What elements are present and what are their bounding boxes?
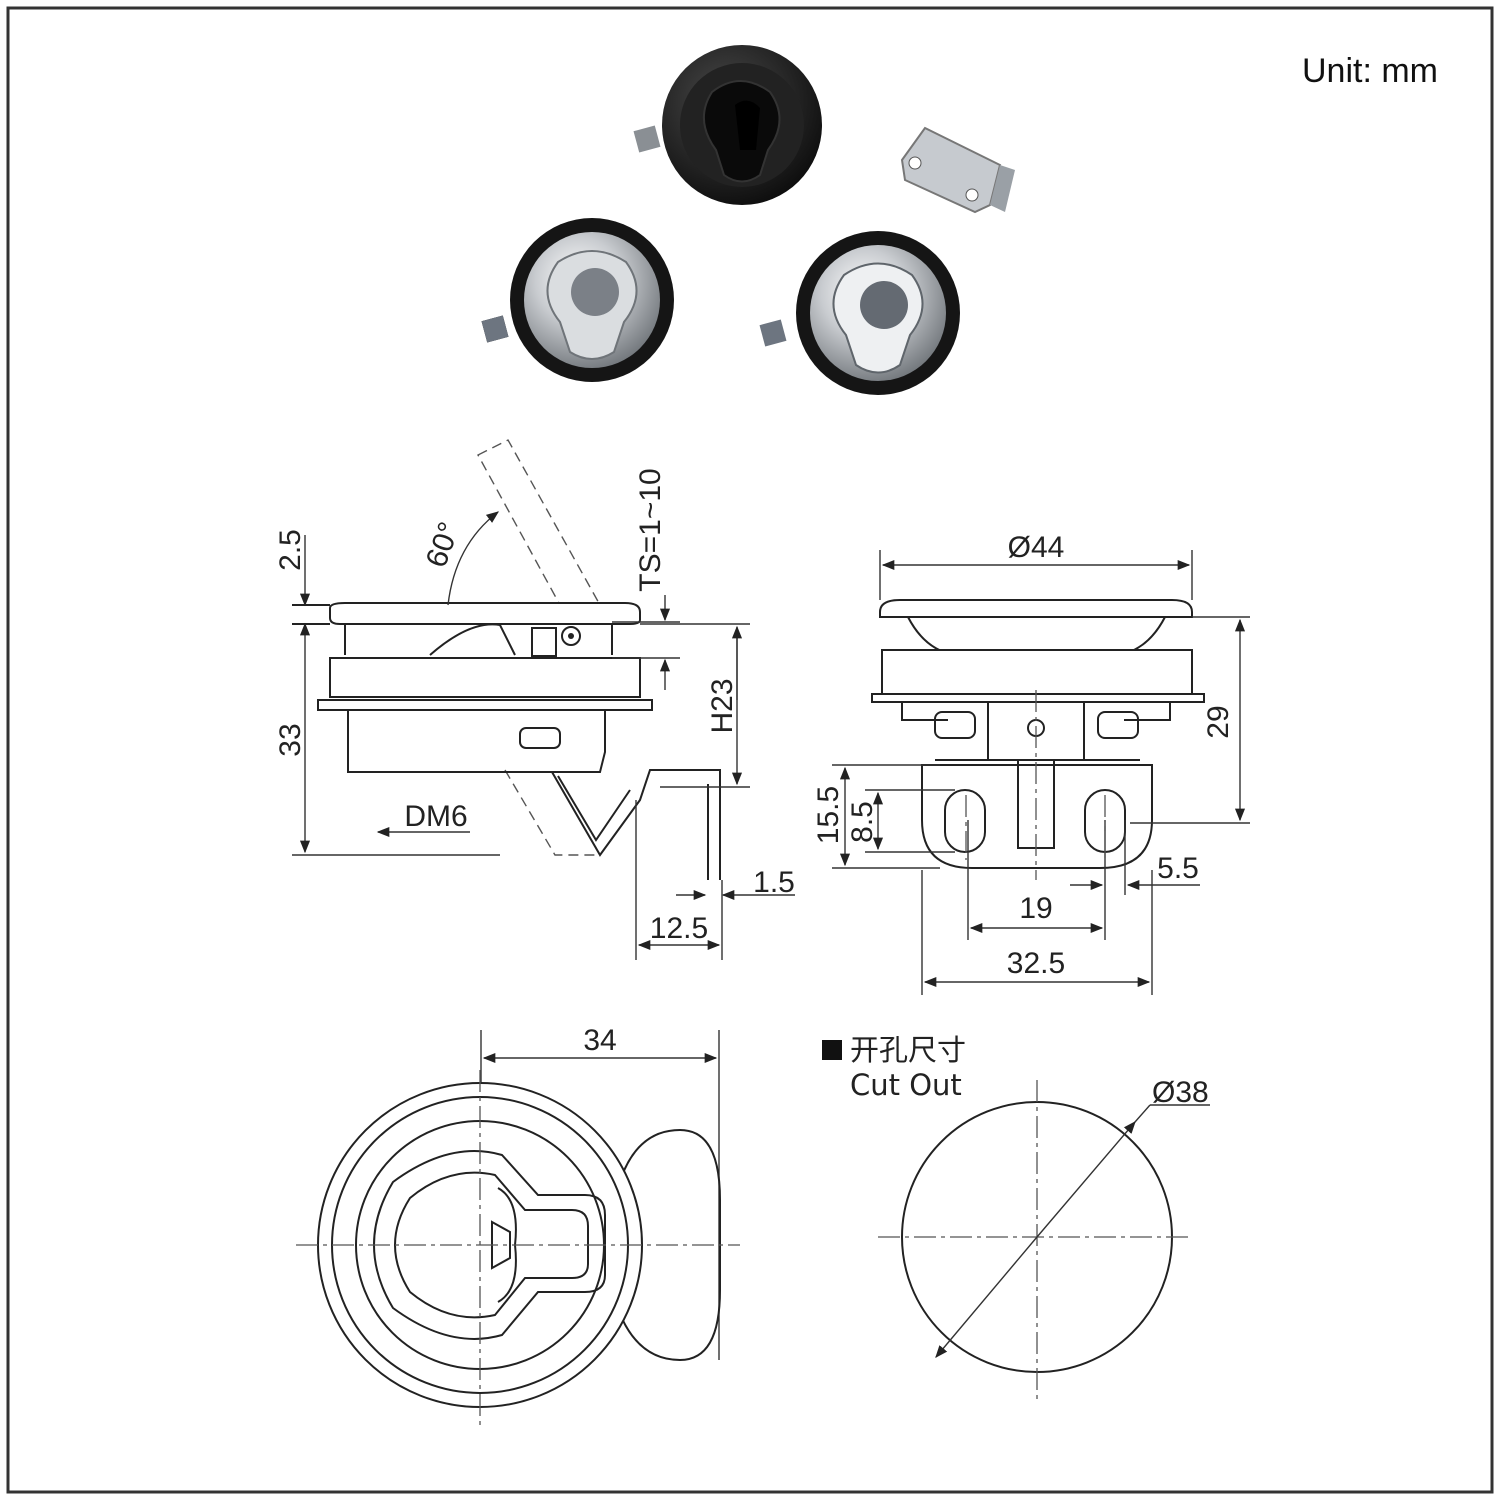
dim-outer-diameter: Ø44 bbox=[1008, 531, 1065, 564]
dim-bracket-thickness: 1.5 bbox=[753, 866, 795, 899]
dim-height-h23: H23 bbox=[706, 678, 739, 733]
cutout-bullet-square bbox=[822, 1040, 842, 1060]
side-view-drawing bbox=[292, 439, 795, 960]
product-photo-bracket bbox=[900, 126, 1015, 214]
dim-thread: DM6 bbox=[404, 800, 467, 833]
front-elevation-drawing bbox=[832, 550, 1250, 995]
dim-height-29: 29 bbox=[1202, 705, 1235, 738]
dim-slot-pitch: 19 bbox=[1019, 892, 1052, 925]
product-photo-satin-latch bbox=[481, 218, 674, 382]
dim-top-thickness: 2.5 bbox=[274, 529, 307, 571]
dim-height-total: 33 bbox=[274, 723, 307, 756]
cutout-title-cn: 开孔尺寸 bbox=[850, 1033, 966, 1067]
unit-label: Unit: mm bbox=[1302, 52, 1438, 90]
dim-slot-width: 5.5 bbox=[1157, 852, 1199, 885]
dim-bracket-length: 32.5 bbox=[1007, 947, 1065, 980]
dim-height-15-5: 15.5 bbox=[812, 786, 845, 844]
dim-height-8-5: 8.5 bbox=[846, 801, 879, 843]
dim-front-width: 34 bbox=[583, 1024, 616, 1057]
page-frame bbox=[6, 6, 1494, 1494]
cutout-title-en: Cut Out bbox=[850, 1068, 962, 1102]
product-photo-black-latch bbox=[633, 45, 822, 205]
dim-bracket-width: 12.5 bbox=[650, 912, 708, 945]
dim-cutout-diameter: Ø38 bbox=[1152, 1076, 1209, 1109]
dim-panel-thickness: TS=1~10 bbox=[634, 468, 667, 591]
product-photo-chrome-latch bbox=[759, 231, 960, 395]
cutout-drawing bbox=[822, 1040, 1210, 1400]
dim-angle: 60° bbox=[420, 518, 467, 572]
front-face-drawing bbox=[296, 1030, 740, 1430]
